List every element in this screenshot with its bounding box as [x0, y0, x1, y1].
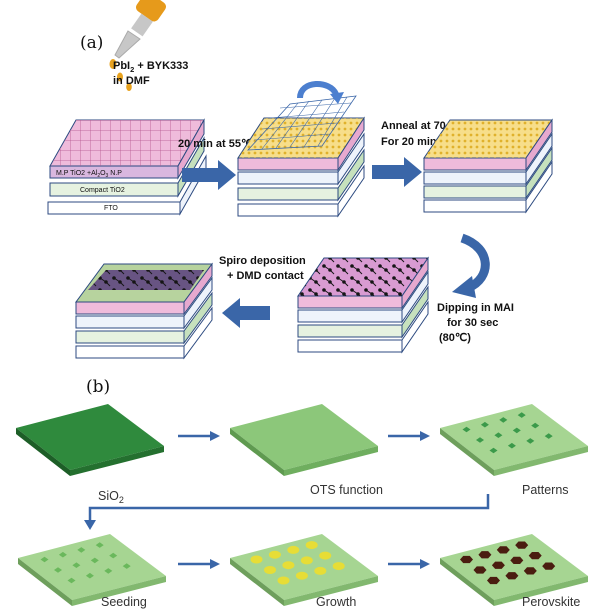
arrow-b-4 — [388, 559, 430, 569]
perovskite-crystal — [478, 551, 492, 559]
pattern-square — [40, 556, 49, 563]
pattern-square — [494, 432, 503, 438]
arrow-step-1 — [182, 160, 236, 190]
caption-perovskite: Perovskite — [522, 595, 580, 609]
perovskite-crystal — [491, 561, 505, 569]
plate-ots — [230, 404, 378, 476]
step2-label-1: Anneal at 70 ℃ — [381, 120, 461, 132]
seed-squares — [40, 542, 131, 584]
step4-label-1: Spiro deposition — [219, 255, 306, 267]
plate-growth — [230, 534, 378, 606]
perovskite-crystal — [460, 555, 473, 564]
pattern-square — [517, 412, 526, 418]
arrow-step-2 — [372, 157, 422, 187]
layer-label-fto: FTO — [104, 205, 118, 212]
pattern-square — [489, 447, 498, 454]
plate-sio2 — [16, 404, 164, 476]
curved-arrowhead-icon — [452, 276, 476, 298]
stack-coated — [237, 95, 365, 218]
pattern-square — [104, 568, 113, 574]
stack-initial: M.P TiO2 +Al2O3 N.P Compact TiO2 FTO — [47, 118, 207, 216]
perovskite-crystal — [515, 541, 529, 549]
plate-patterns — [440, 404, 588, 476]
step3-label-3: (80℃) — [439, 332, 471, 344]
pattern-square — [544, 433, 553, 439]
caption-growth: Growth — [316, 595, 356, 609]
growth-dot — [264, 566, 276, 574]
growth-dot — [319, 551, 332, 560]
arrow-b-connector — [84, 494, 490, 530]
pattern-square — [90, 557, 99, 564]
arrow-step-4 — [222, 298, 270, 328]
pattern-square — [476, 437, 484, 443]
curved-arrow-icon — [460, 233, 490, 293]
pattern-square — [85, 572, 94, 579]
perovskite-crystal — [523, 567, 537, 575]
perovskite-crystal — [505, 572, 519, 580]
pattern-square — [95, 542, 104, 548]
caption-ots: OTS function — [310, 483, 383, 497]
perovskite-crystals — [460, 541, 556, 585]
perovskite-crystal — [487, 576, 500, 585]
pattern-square — [72, 562, 81, 568]
growth-dot — [287, 545, 300, 554]
pattern-square — [499, 417, 508, 423]
pattern-square — [122, 563, 131, 569]
step1-label: 20 min at 55℃ — [178, 138, 253, 150]
growth-dot — [282, 561, 295, 570]
step3-label-1: Dipping in MAI — [437, 302, 514, 314]
step2-label-2: For 20 min — [381, 136, 437, 148]
panel-a-label: (a) — [80, 33, 103, 53]
peel-arrow-icon — [297, 81, 339, 99]
step3-label-2: for 30 sec — [447, 317, 498, 329]
step4-label-2: + DMD contact — [227, 270, 304, 282]
caption-patterns: Patterns — [522, 483, 569, 497]
pattern-square — [531, 422, 540, 429]
panel-b-label: (b) — [86, 377, 110, 397]
perovskite-crystal — [528, 551, 542, 560]
stack-annealed — [423, 118, 553, 214]
caption-sio2: SiO2 — [98, 489, 124, 505]
pattern-square — [77, 547, 86, 553]
perovskite-crystal — [473, 566, 487, 574]
pattern-square — [507, 442, 516, 449]
growth-dot — [332, 562, 345, 571]
plate-perovskite — [440, 534, 588, 606]
stack-perovskite — [297, 256, 429, 354]
layer-label-mp: M.P TiO2 +Al2O3 N.P — [56, 170, 122, 179]
perovskite-crystal — [496, 546, 510, 554]
growth-dots — [250, 541, 345, 585]
plate-seeding — [18, 534, 166, 606]
stack-device — [75, 262, 213, 360]
pattern-square — [462, 426, 471, 433]
arrow-b-3 — [178, 559, 220, 569]
pattern-square — [512, 427, 521, 434]
pattern-square — [109, 552, 118, 559]
growth-dot — [268, 550, 281, 559]
pattern-square — [480, 421, 489, 428]
caption-seeding: Seeding — [101, 595, 147, 609]
pattern-squares — [462, 412, 553, 454]
peel-arrowhead-icon — [330, 92, 344, 104]
reagent-text: PbI2 + BYK333 — [113, 60, 188, 74]
dropper-icon — [109, 0, 166, 91]
reagent-solvent: in DMF — [113, 75, 150, 87]
pattern-square — [58, 551, 67, 558]
growth-dot — [305, 541, 318, 550]
pattern-square — [54, 567, 62, 573]
perovskite-crystal — [542, 562, 556, 570]
growth-dot — [295, 571, 308, 580]
pattern-square — [67, 577, 76, 584]
growth-dot — [250, 555, 263, 564]
growth-dot — [314, 566, 327, 575]
growth-dot — [300, 556, 313, 565]
growth-dot — [277, 576, 290, 585]
arrow-b-2 — [388, 431, 430, 441]
perovskite-crystal — [510, 556, 524, 565]
arrow-b-1 — [178, 431, 220, 441]
layer-label-compact: Compact TiO2 — [80, 187, 125, 194]
pattern-square — [526, 438, 535, 444]
